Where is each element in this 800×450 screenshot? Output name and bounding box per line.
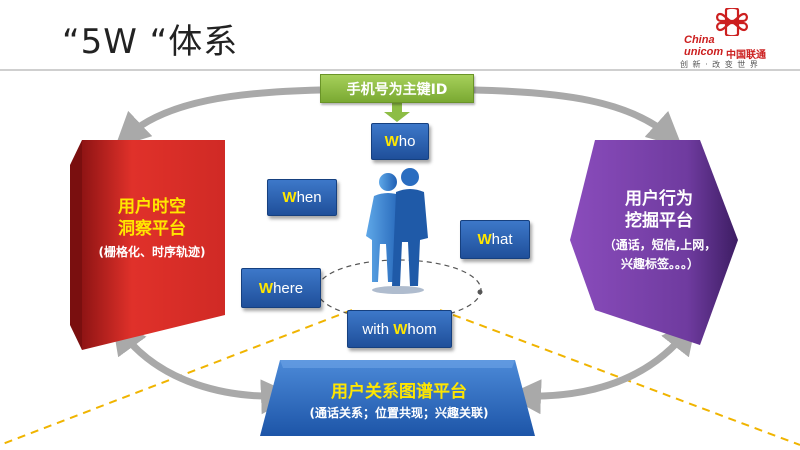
where-rest: here xyxy=(273,279,304,297)
top-left-arc-arrow xyxy=(114,86,321,148)
when-rest: hen xyxy=(296,189,322,206)
right-platform-panel xyxy=(570,140,738,345)
whom-prefix: with xyxy=(362,320,394,338)
left-platform-title-line2: 洞察平台 xyxy=(118,219,186,239)
what-rest: hat xyxy=(491,231,513,248)
unicom-knot-icon xyxy=(716,8,748,36)
whom-rest: hom xyxy=(407,320,437,338)
when-highlight: W xyxy=(282,189,297,206)
logo-brand-line2: unicom xyxy=(684,46,724,58)
china-unicom-logo: China unicom 中国联通 创 新 · 改 变 世 界 xyxy=(676,8,788,70)
whom-highlight: W xyxy=(393,320,408,338)
logo-slogan: 创 新 · 改 变 世 界 xyxy=(680,60,759,69)
who-rest: ho xyxy=(398,133,416,150)
title-divider xyxy=(0,69,800,71)
right-platform-title-line1: 用户行为 xyxy=(625,189,693,209)
bottom-right-arc-arrow xyxy=(506,318,697,415)
right-platform-title: 用户行为 挖掘平台 xyxy=(600,188,718,232)
primary-key-id-bar: 手机号为主键ID xyxy=(320,74,474,103)
right-platform-title-line2: 挖掘平台 xyxy=(625,211,693,231)
what-highlight: W xyxy=(477,231,492,248)
bottom-platform-subtitle: (通话关系；位置共现；兴趣关联) xyxy=(309,406,489,420)
right-platform-subtitle: （通话，短信,上网，兴趣标签。。。） xyxy=(603,238,717,271)
bottom-left-arc-arrow xyxy=(111,318,296,415)
left-platform-subtitle: (栅格化、时序轨迹) xyxy=(98,245,206,259)
down-arrow-icon xyxy=(384,101,410,122)
logo-brand-cn: 中国联通 xyxy=(726,50,766,61)
business-people-figure xyxy=(366,168,428,294)
slide-title: “5W “体系 xyxy=(62,22,239,62)
bottom-platform-panel xyxy=(260,360,535,436)
top-right-arc-arrow xyxy=(473,86,683,148)
bottom-platform-title: 用户关系图谱平台 xyxy=(331,382,467,402)
where-highlight: W xyxy=(258,279,274,297)
left-platform-title: 用户时空 洞察平台 xyxy=(88,196,216,240)
who-highlight: W xyxy=(384,133,399,150)
left-platform-panel xyxy=(70,140,225,350)
left-platform-title-line1: 用户时空 xyxy=(118,197,186,217)
logo-brand-line1: China xyxy=(684,34,715,46)
